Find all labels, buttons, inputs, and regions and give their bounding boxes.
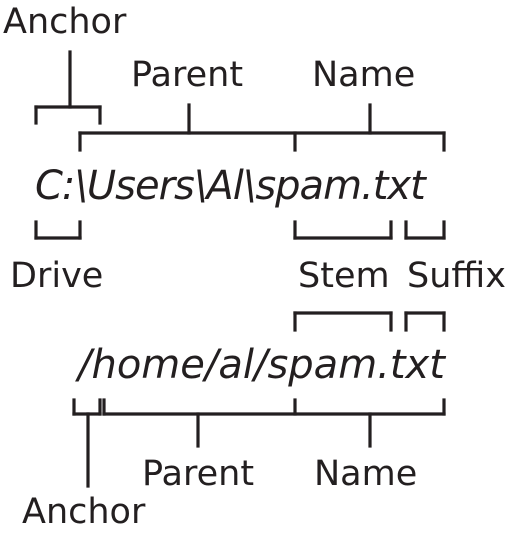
win-parent-label: Parent — [131, 55, 244, 95]
posix-parent-name-bracket — [102, 398, 446, 448]
win-suffix-bracket — [404, 220, 446, 240]
win-drive-bracket — [34, 220, 82, 240]
win-stem-bracket — [293, 220, 393, 240]
posix-stem-bracket — [293, 311, 393, 332]
posix-suffix-bracket — [404, 311, 446, 332]
posix-parent-label: Parent — [142, 454, 255, 494]
win-suffix-label: Suffix — [407, 256, 506, 296]
posix-path: /home/al/spam.txt — [78, 342, 445, 388]
win-stem-label: Stem — [298, 256, 390, 296]
win-drive-label: Drive — [10, 256, 104, 296]
posix-anchor-bracket — [72, 398, 102, 488]
windows-path: C:\Users\Al\spam.txt — [35, 163, 426, 209]
win-parent-name-bracket — [78, 103, 446, 152]
posix-anchor-label: Anchor — [22, 492, 146, 532]
win-anchor-label: Anchor — [3, 2, 127, 42]
win-name-label: Name — [312, 55, 416, 95]
posix-name-label: Name — [314, 454, 418, 494]
win-anchor-bracket — [34, 50, 102, 125]
